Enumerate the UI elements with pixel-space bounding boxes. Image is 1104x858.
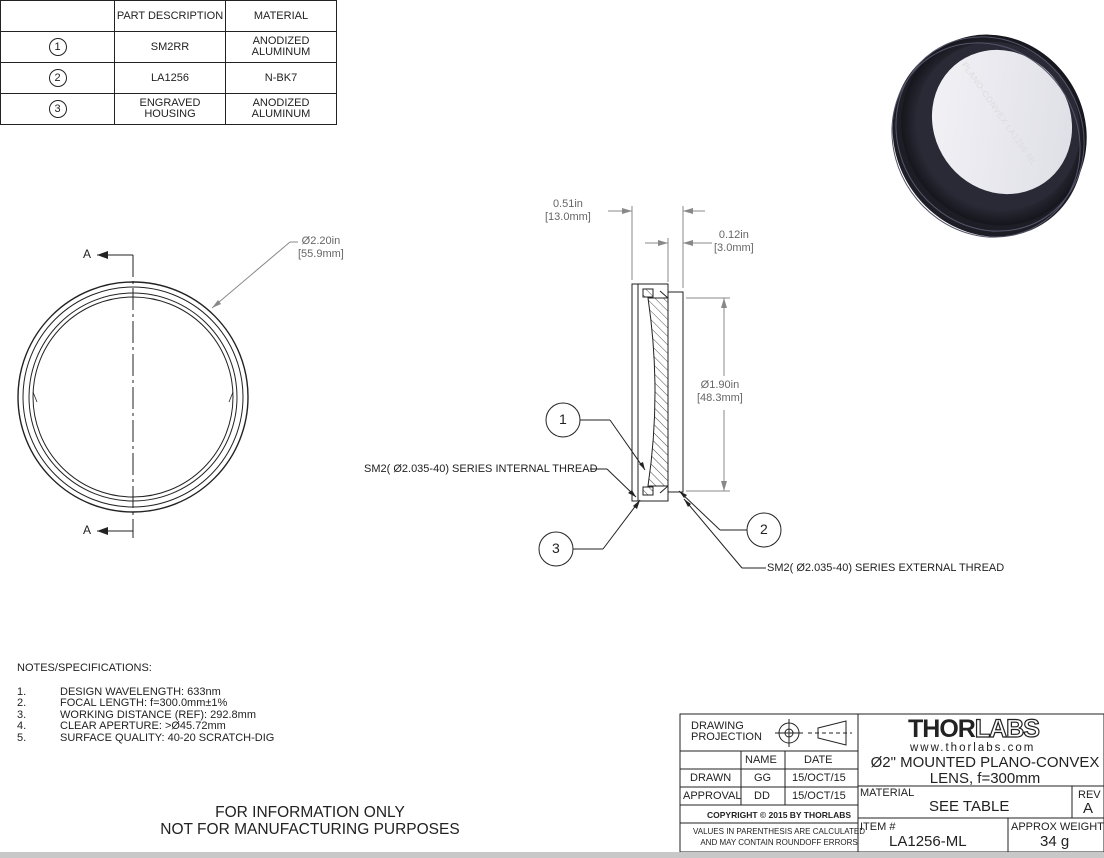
notes-specifications: NOTES/SPECIFICATIONS: 1.DESIGN WAVELENGT…	[17, 662, 275, 744]
thorlabs-logo: THORLABS	[908, 714, 1040, 743]
dim-length: 0.51in [13.0mm]	[545, 198, 591, 223]
item-value: LA1256-ML	[889, 833, 967, 850]
disclaimer: FOR INFORMATION ONLY NOT FOR MANUFACTURI…	[160, 804, 460, 838]
copyright: COPYRIGHT © 2015 BY THORLABS	[707, 810, 852, 820]
roundoff-note: VALUES IN PARENTHESIS ARE CALCULATED AND…	[693, 827, 866, 847]
callout-2: 2	[760, 521, 768, 537]
approval-date: 15/OCT/15	[792, 790, 846, 802]
external-thread-label: SM2( Ø2.035-40) SERIES EXTERNAL THREAD	[767, 562, 1005, 574]
parts-table: PART DESCRIPTION MATERIAL 1 SM2RR ANODIZ…	[0, 0, 337, 125]
col-name: NAME	[745, 754, 777, 766]
dim-lens-thickness: 0.12in [3.0mm]	[714, 229, 754, 254]
title-block-grid	[679, 713, 1104, 853]
list-item: 3.WORKING DISTANCE (REF): 292.8mm	[17, 708, 256, 721]
list-item: 2.FOCAL LENGTH: f=300.0mm±1%	[17, 697, 228, 709]
drawn-date: 15/OCT/15	[792, 772, 846, 784]
material-value: SEE TABLE	[929, 798, 1010, 815]
drawing-title: Ø2" MOUNTED PLANO-CONVEX LENS, f=300mm	[870, 754, 1100, 787]
section-label-bottom: A	[83, 523, 92, 537]
side-view	[538, 206, 782, 569]
page-bottom-edge	[0, 852, 1104, 858]
product-render	[891, 34, 1087, 238]
rev-label: REV	[1078, 789, 1101, 801]
col-date: DATE	[804, 754, 833, 766]
dim-outer-diameter: Ø2.20in [55.9mm]	[298, 235, 344, 260]
weight-label: APPROX WEIGHT	[1011, 821, 1104, 833]
drawn-label: DRAWN	[690, 772, 732, 784]
internal-thread-label: SM2( Ø2.035-40) SERIES INTERNAL THREAD	[364, 463, 598, 475]
section-label-top: A	[83, 247, 92, 261]
rev-value: A	[1083, 800, 1094, 817]
item-number-circle: 2	[48, 69, 67, 87]
drawn-name: GG	[754, 772, 772, 784]
callout-1: 1	[559, 411, 567, 427]
header-material: MATERIAL	[225, 0, 337, 32]
material-label: MATERIAL	[860, 787, 915, 799]
item-number-circle: 1	[48, 38, 67, 56]
callout-3: 3	[552, 540, 560, 556]
approval-name: DD	[754, 790, 770, 802]
dim-aperture: Ø1.90in [48.3mm]	[697, 379, 743, 405]
list-item: 4.CLEAR APERTURE: >Ø45.72mm	[17, 720, 226, 732]
approval-label: APPROVAL	[683, 790, 742, 802]
item-label: ITEM #	[860, 821, 896, 833]
notes-title: NOTES/SPECIFICATIONS:	[17, 662, 152, 674]
item-number-circle: 3	[48, 100, 67, 118]
website: www.thorlabs.com	[910, 742, 1036, 754]
drawing-projection-label: DRAWING PROJECTION	[691, 720, 762, 743]
list-item: 1.DESIGN WAVELENGTH: 633nm	[17, 685, 221, 698]
list-item: 5.SURFACE QUALITY: 40-20 SCRATCH-DIG	[17, 731, 275, 744]
weight-value: 34 g	[1040, 833, 1070, 850]
front-view	[17, 241, 298, 538]
part-description: LA1256	[114, 62, 226, 94]
